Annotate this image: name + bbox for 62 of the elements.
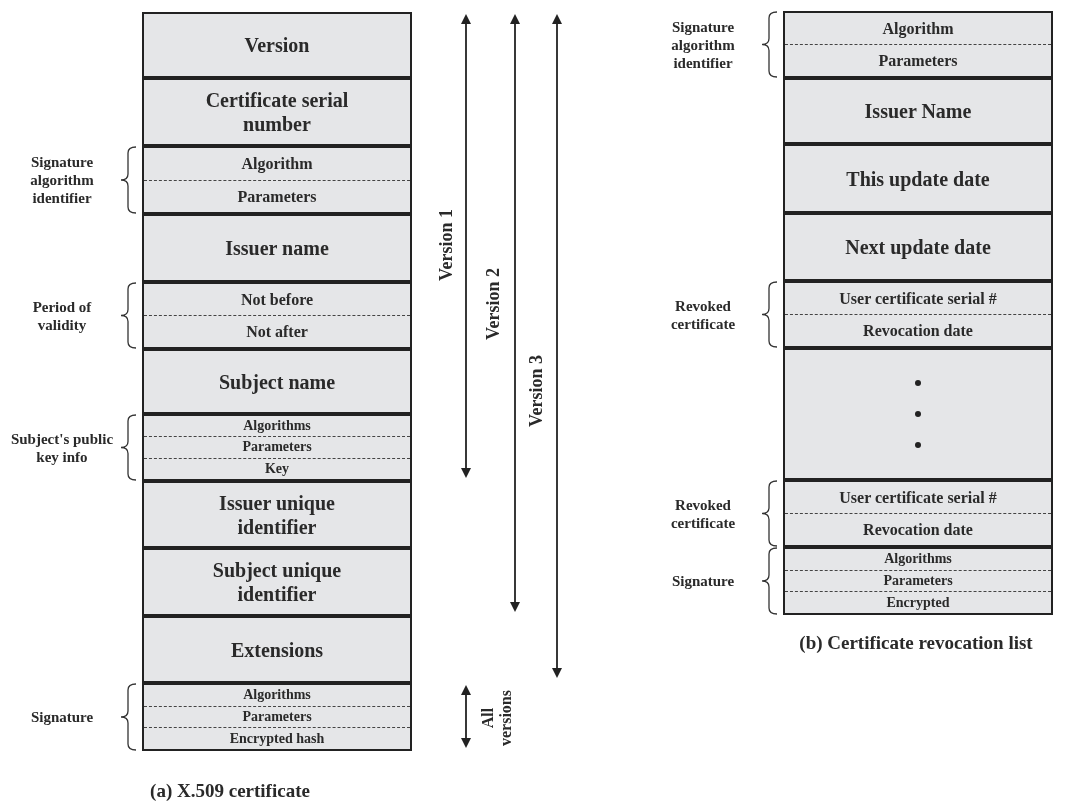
- field-label: Encrypted hash: [229, 731, 325, 746]
- brace-label: Signature: [670, 572, 736, 590]
- brace-label: Signature algorithm identifier: [670, 17, 736, 72]
- field-label: Parameters: [878, 50, 958, 71]
- field-label: Parameters: [883, 574, 953, 588]
- field-label: Subject unique identifier: [211, 558, 343, 606]
- field-label: Next update date: [845, 235, 991, 259]
- field-box: [142, 414, 412, 481]
- field-box: [142, 282, 412, 349]
- field-box: [142, 349, 412, 414]
- field-label: Algorithm: [882, 18, 954, 39]
- field-label: Algorithms: [884, 552, 952, 567]
- brace-label: Revoked certificate: [669, 296, 737, 333]
- field-label: Encrypted: [886, 595, 950, 610]
- field-label: Issuer name: [225, 236, 329, 260]
- field-box: [783, 78, 1053, 144]
- brace-label: Period of validity: [31, 297, 93, 334]
- field-box: [783, 547, 1053, 615]
- field-box: [142, 548, 412, 616]
- field-label: Revocation date: [863, 519, 973, 540]
- field-box: [142, 683, 412, 751]
- figure-caption: (b) Certificate revocation list: [799, 632, 1033, 654]
- field-label: Algorithms: [243, 688, 311, 703]
- brace-label: Signature: [29, 708, 95, 726]
- field-label: Algorithm: [241, 154, 313, 174]
- field-label: User certificate serial #: [839, 288, 997, 309]
- field-box: [142, 12, 412, 78]
- field-box: [142, 78, 412, 146]
- span-label: Version 2: [484, 268, 504, 340]
- field-label: This update date: [846, 166, 990, 191]
- field-box: [783, 144, 1053, 213]
- field-label: Not after: [246, 321, 308, 342]
- field-box: [142, 146, 412, 214]
- field-box: [783, 11, 1053, 78]
- field-label: User certificate serial #: [839, 487, 997, 508]
- span-label: All versions: [479, 689, 515, 748]
- field-label: Issuer Name: [864, 99, 972, 123]
- field-box: [783, 213, 1053, 281]
- field-label: Version: [244, 33, 310, 57]
- field-label: Extensions: [230, 637, 324, 662]
- field-label: Algorithms: [243, 419, 311, 434]
- figure-caption: (a) X.509 certificate: [150, 780, 310, 802]
- field-label: Key: [264, 461, 290, 476]
- field-box: [142, 616, 412, 683]
- field-label: Parameters: [237, 186, 317, 206]
- field-box: [783, 281, 1053, 348]
- field-label: Subject name: [218, 369, 336, 394]
- field-box: [142, 481, 412, 548]
- field-label: Not before: [240, 289, 314, 310]
- span-label: Version 1: [437, 209, 457, 281]
- field-label: Certificate serial number: [204, 88, 350, 136]
- brace-label: Revoked certificate: [669, 495, 737, 532]
- field-box: [142, 214, 412, 282]
- span-label: Version 3: [527, 355, 547, 427]
- field-label: Revocation date: [863, 320, 973, 341]
- brace-label: Subject's public key info: [10, 429, 114, 466]
- field-label: Issuer unique identifier: [218, 490, 336, 539]
- field-box: [783, 480, 1053, 547]
- brace-label: Signature algorithm identifier: [29, 153, 95, 207]
- field-label: Parameters: [242, 710, 312, 724]
- field-label: Parameters: [242, 440, 312, 455]
- ellipsis-box: [783, 348, 1053, 480]
